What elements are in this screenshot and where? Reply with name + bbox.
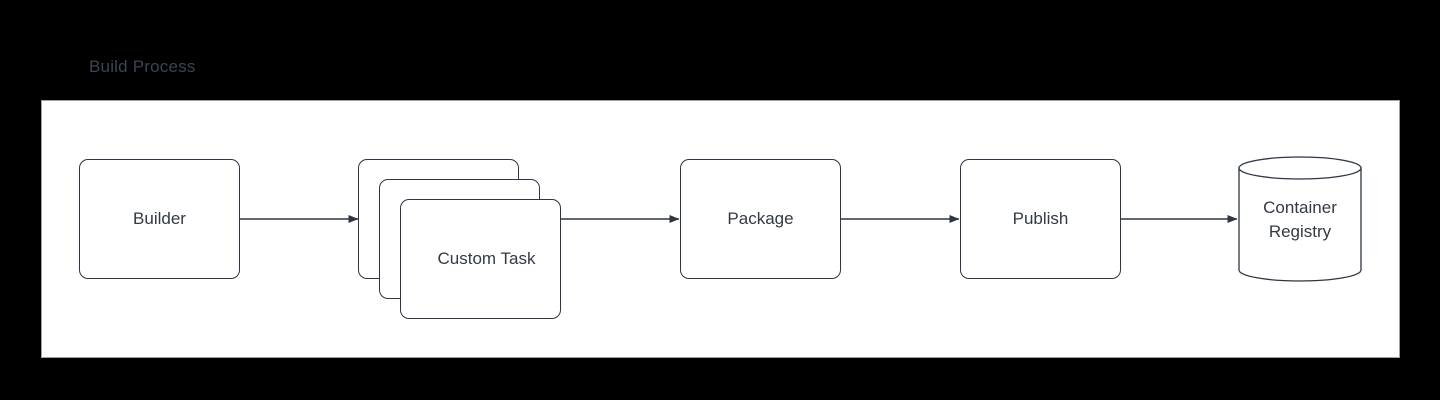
node-custom-task-label: Custom Task [437,249,536,268]
node-builder-label: Builder [133,209,186,228]
node-package-label: Package [727,209,794,228]
node-package[interactable]: Package [680,159,841,279]
node-builder[interactable]: Builder [79,159,240,279]
node-publish-label: Publish [1012,209,1069,228]
node-publish[interactable]: Publish [960,159,1121,279]
diagram-title: Build Process [89,57,196,76]
container-registry-cylinder[interactable] [1238,156,1362,282]
custom-task-card-front[interactable]: Custom Task [400,199,561,319]
